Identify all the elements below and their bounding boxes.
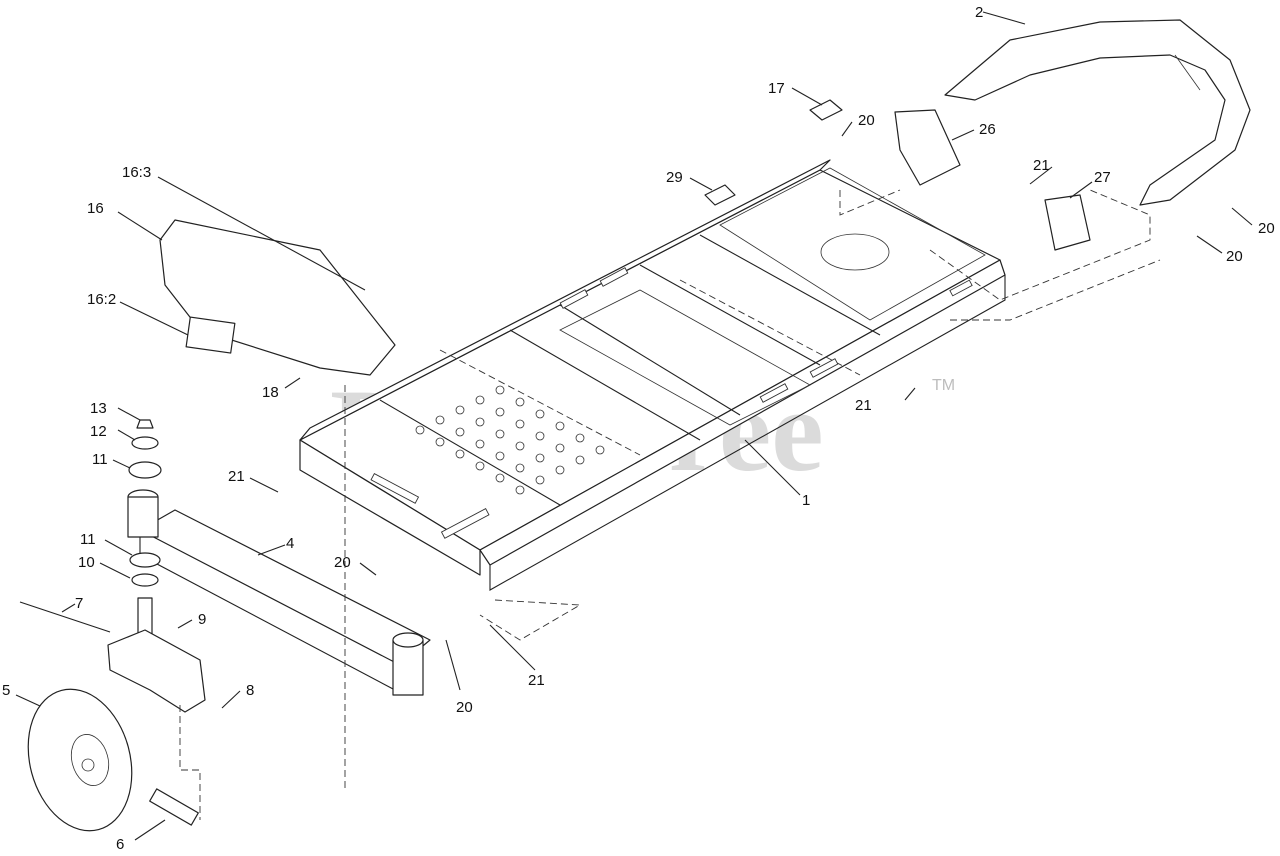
bolt-7	[19, 601, 111, 633]
callout-8: 8	[246, 682, 254, 699]
callout-21-left: 21	[228, 468, 245, 485]
callout-29: 29	[666, 169, 683, 186]
decal-29	[704, 184, 736, 206]
bearing-11-lower	[129, 552, 161, 568]
seat-cover	[159, 219, 396, 376]
callout-11-lower: 11	[80, 531, 96, 548]
caster-fork	[107, 597, 206, 713]
callout-16-2: 16:2	[87, 291, 116, 308]
callout-20-top: 20	[858, 112, 875, 129]
callout-11-upper: 11	[92, 451, 108, 468]
main-frame	[299, 159, 1006, 591]
callout-10: 10	[78, 554, 95, 571]
floor-hole-grid	[415, 385, 605, 495]
leader-lines	[15, 11, 1253, 841]
callout-7: 7	[75, 595, 83, 612]
bracket-26	[894, 109, 961, 186]
washer-12	[131, 436, 159, 450]
callout-20-mid: 20	[334, 554, 351, 571]
callout-21-right: 21	[1033, 157, 1050, 174]
callout-20-right-b: 20	[1226, 248, 1243, 265]
axle-bolt	[149, 788, 199, 826]
bracket-27	[1044, 194, 1091, 251]
callout-12: 12	[90, 423, 107, 440]
callout-1: 1	[802, 492, 810, 509]
nut-13	[136, 419, 154, 429]
washer-10	[131, 573, 159, 587]
decal-17	[809, 99, 843, 121]
callout-21-bottom: 21	[528, 672, 545, 689]
callout-20-bottom: 20	[456, 699, 473, 716]
decal-16-2	[185, 316, 236, 354]
callout-26: 26	[979, 121, 996, 138]
callout-6: 6	[116, 836, 124, 853]
caster-wheel	[27, 688, 133, 832]
callout-13: 13	[90, 400, 107, 417]
bearing-11-upper	[128, 461, 162, 479]
callout-labels: 2 17 20 26 21 27 29 20 20 16:3 16 16:2 1…	[2, 4, 1275, 853]
callout-4: 4	[286, 535, 294, 552]
caster-arm	[127, 489, 431, 696]
roll-bar	[944, 19, 1251, 206]
callout-5: 5	[2, 682, 10, 699]
callout-18: 18	[262, 384, 279, 401]
callout-21-mid: 21	[855, 397, 872, 414]
callout-27: 27	[1094, 169, 1111, 186]
callout-16: 16	[87, 200, 104, 217]
callout-16-3: 16:3	[122, 164, 151, 181]
callout-17: 17	[768, 80, 785, 97]
watermark-trademark: TM	[932, 377, 955, 394]
callout-2: 2	[975, 4, 983, 21]
callout-9: 9	[198, 611, 206, 628]
callout-20-right-a: 20	[1258, 220, 1275, 237]
